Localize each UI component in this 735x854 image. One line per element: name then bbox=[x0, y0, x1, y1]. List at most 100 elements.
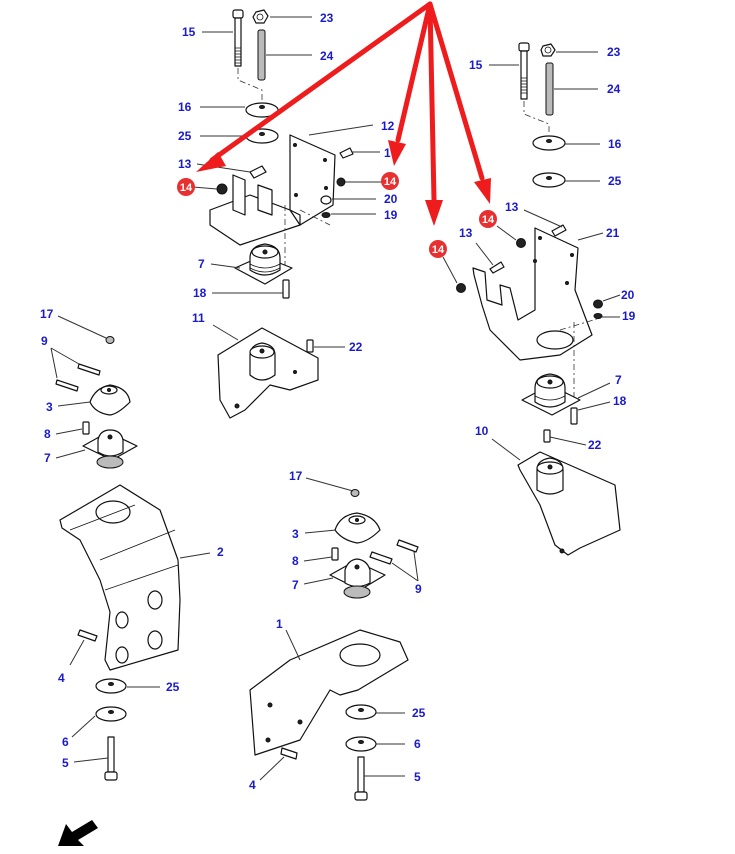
bolt-4 bbox=[280, 747, 298, 760]
callout-7[interactable]: 7 bbox=[615, 373, 622, 387]
callout-9[interactable]: 9 bbox=[41, 334, 48, 348]
bolt-9 bbox=[396, 539, 419, 553]
leader-lines bbox=[50, 16, 621, 781]
bolt-15 bbox=[232, 9, 244, 67]
callout-8[interactable]: 8 bbox=[292, 554, 299, 568]
washer-25 bbox=[95, 678, 127, 694]
mount-7 bbox=[329, 558, 386, 599]
bolt-18 bbox=[282, 279, 290, 299]
callout-22[interactable]: 22 bbox=[349, 340, 363, 354]
callout-25[interactable]: 25 bbox=[166, 680, 180, 694]
callout-17[interactable]: 17 bbox=[40, 307, 54, 321]
callout-7[interactable]: 7 bbox=[292, 578, 299, 592]
callout-6[interactable]: 6 bbox=[62, 735, 69, 749]
nut-14 bbox=[216, 183, 228, 195]
cover-3 bbox=[334, 512, 381, 544]
bolt-4 bbox=[77, 629, 98, 642]
bracket-1 bbox=[249, 629, 409, 756]
cap-17 bbox=[350, 489, 360, 497]
callout-10[interactable]: 10 bbox=[475, 424, 489, 438]
bolt-22 bbox=[543, 429, 551, 443]
cover-3 bbox=[89, 384, 131, 416]
bolt-1 bbox=[339, 147, 354, 159]
badge-14[interactable]: 14 bbox=[177, 178, 195, 196]
callout-21[interactable]: 21 bbox=[606, 226, 620, 240]
bolt-9 bbox=[77, 363, 101, 376]
callout-25[interactable]: 25 bbox=[178, 129, 192, 143]
callout-13[interactable]: 13 bbox=[178, 157, 192, 171]
callout-20[interactable]: 20 bbox=[384, 192, 398, 206]
callout-16[interactable]: 16 bbox=[178, 100, 192, 114]
callout-18[interactable]: 18 bbox=[193, 286, 207, 300]
bolt-13 bbox=[551, 224, 567, 237]
top-left-assembly bbox=[209, 9, 354, 419]
bolt-8 bbox=[82, 421, 90, 435]
bolt-5 bbox=[104, 736, 118, 781]
stud-24 bbox=[545, 62, 554, 116]
callout-23[interactable]: 23 bbox=[320, 11, 334, 25]
callout-2[interactable]: 2 bbox=[217, 545, 224, 559]
nut-23 bbox=[540, 43, 556, 57]
callout-6[interactable]: 6 bbox=[414, 737, 421, 751]
callout-24[interactable]: 24 bbox=[607, 82, 621, 96]
callout-15[interactable]: 15 bbox=[182, 25, 196, 39]
callout-19[interactable]: 19 bbox=[384, 208, 398, 222]
callout-25[interactable]: 25 bbox=[412, 706, 426, 720]
top-right-assembly bbox=[456, 42, 621, 556]
callout-20[interactable]: 20 bbox=[621, 288, 635, 302]
bolt-15 bbox=[518, 42, 530, 100]
mount-7 bbox=[82, 429, 138, 469]
callout-18[interactable]: 18 bbox=[613, 394, 627, 408]
callout-25[interactable]: 25 bbox=[608, 174, 622, 188]
highlight-arrows bbox=[196, 1, 491, 226]
callout-13[interactable]: 13 bbox=[505, 200, 519, 214]
callout-5[interactable]: 5 bbox=[414, 770, 421, 784]
callout-15[interactable]: 15 bbox=[469, 58, 483, 72]
washer-6 bbox=[345, 736, 377, 752]
bolt-13 bbox=[489, 261, 505, 274]
mount-7 bbox=[234, 243, 293, 285]
callout-4[interactable]: 4 bbox=[58, 671, 65, 685]
badge-14[interactable]: 14 bbox=[429, 240, 447, 258]
badge-14[interactable]: 14 bbox=[479, 210, 497, 228]
bolt-9 bbox=[369, 551, 393, 565]
washer-19 bbox=[593, 313, 603, 319]
callout-8[interactable]: 8 bbox=[44, 427, 51, 441]
nut-14 bbox=[456, 283, 466, 293]
callout-17[interactable]: 17 bbox=[289, 469, 303, 483]
callout-7[interactable]: 7 bbox=[44, 451, 51, 465]
callout-3[interactable]: 3 bbox=[46, 400, 53, 414]
callout-12[interactable]: 12 bbox=[381, 119, 395, 133]
bracket-12 bbox=[209, 134, 336, 246]
nut-23 bbox=[252, 9, 269, 24]
washer-25 bbox=[532, 172, 566, 188]
washer-25 bbox=[345, 704, 377, 720]
callout-1[interactable]: 1 bbox=[276, 617, 283, 631]
badge-14[interactable]: 14 bbox=[381, 172, 399, 190]
callout-3[interactable]: 3 bbox=[292, 527, 299, 541]
washer-6 bbox=[95, 706, 127, 722]
svg-text:14: 14 bbox=[180, 182, 193, 194]
callout-24[interactable]: 24 bbox=[320, 49, 334, 63]
callout-1[interactable]: 1 bbox=[384, 146, 391, 160]
callout-9[interactable]: 9 bbox=[415, 582, 422, 596]
stud-24 bbox=[257, 29, 266, 81]
washer-19 bbox=[321, 212, 331, 218]
callout-7[interactable]: 7 bbox=[198, 257, 205, 271]
callout-23[interactable]: 23 bbox=[607, 45, 621, 59]
callout-19[interactable]: 19 bbox=[622, 309, 636, 323]
callout-13[interactable]: 13 bbox=[459, 226, 473, 240]
callout-16[interactable]: 16 bbox=[608, 137, 622, 151]
bracket-11 bbox=[217, 327, 319, 419]
bolt-13 bbox=[249, 165, 267, 179]
callout-11[interactable]: 11 bbox=[192, 311, 205, 325]
callout-4[interactable]: 4 bbox=[249, 778, 256, 792]
front-direction-arrow-icon bbox=[58, 820, 98, 846]
callout-5[interactable]: 5 bbox=[62, 756, 69, 770]
bolt-8 bbox=[331, 547, 339, 561]
bolt-22 bbox=[306, 339, 314, 353]
bracket-21 bbox=[472, 227, 593, 361]
callout-22[interactable]: 22 bbox=[588, 438, 602, 452]
bolt-9 bbox=[55, 379, 79, 392]
